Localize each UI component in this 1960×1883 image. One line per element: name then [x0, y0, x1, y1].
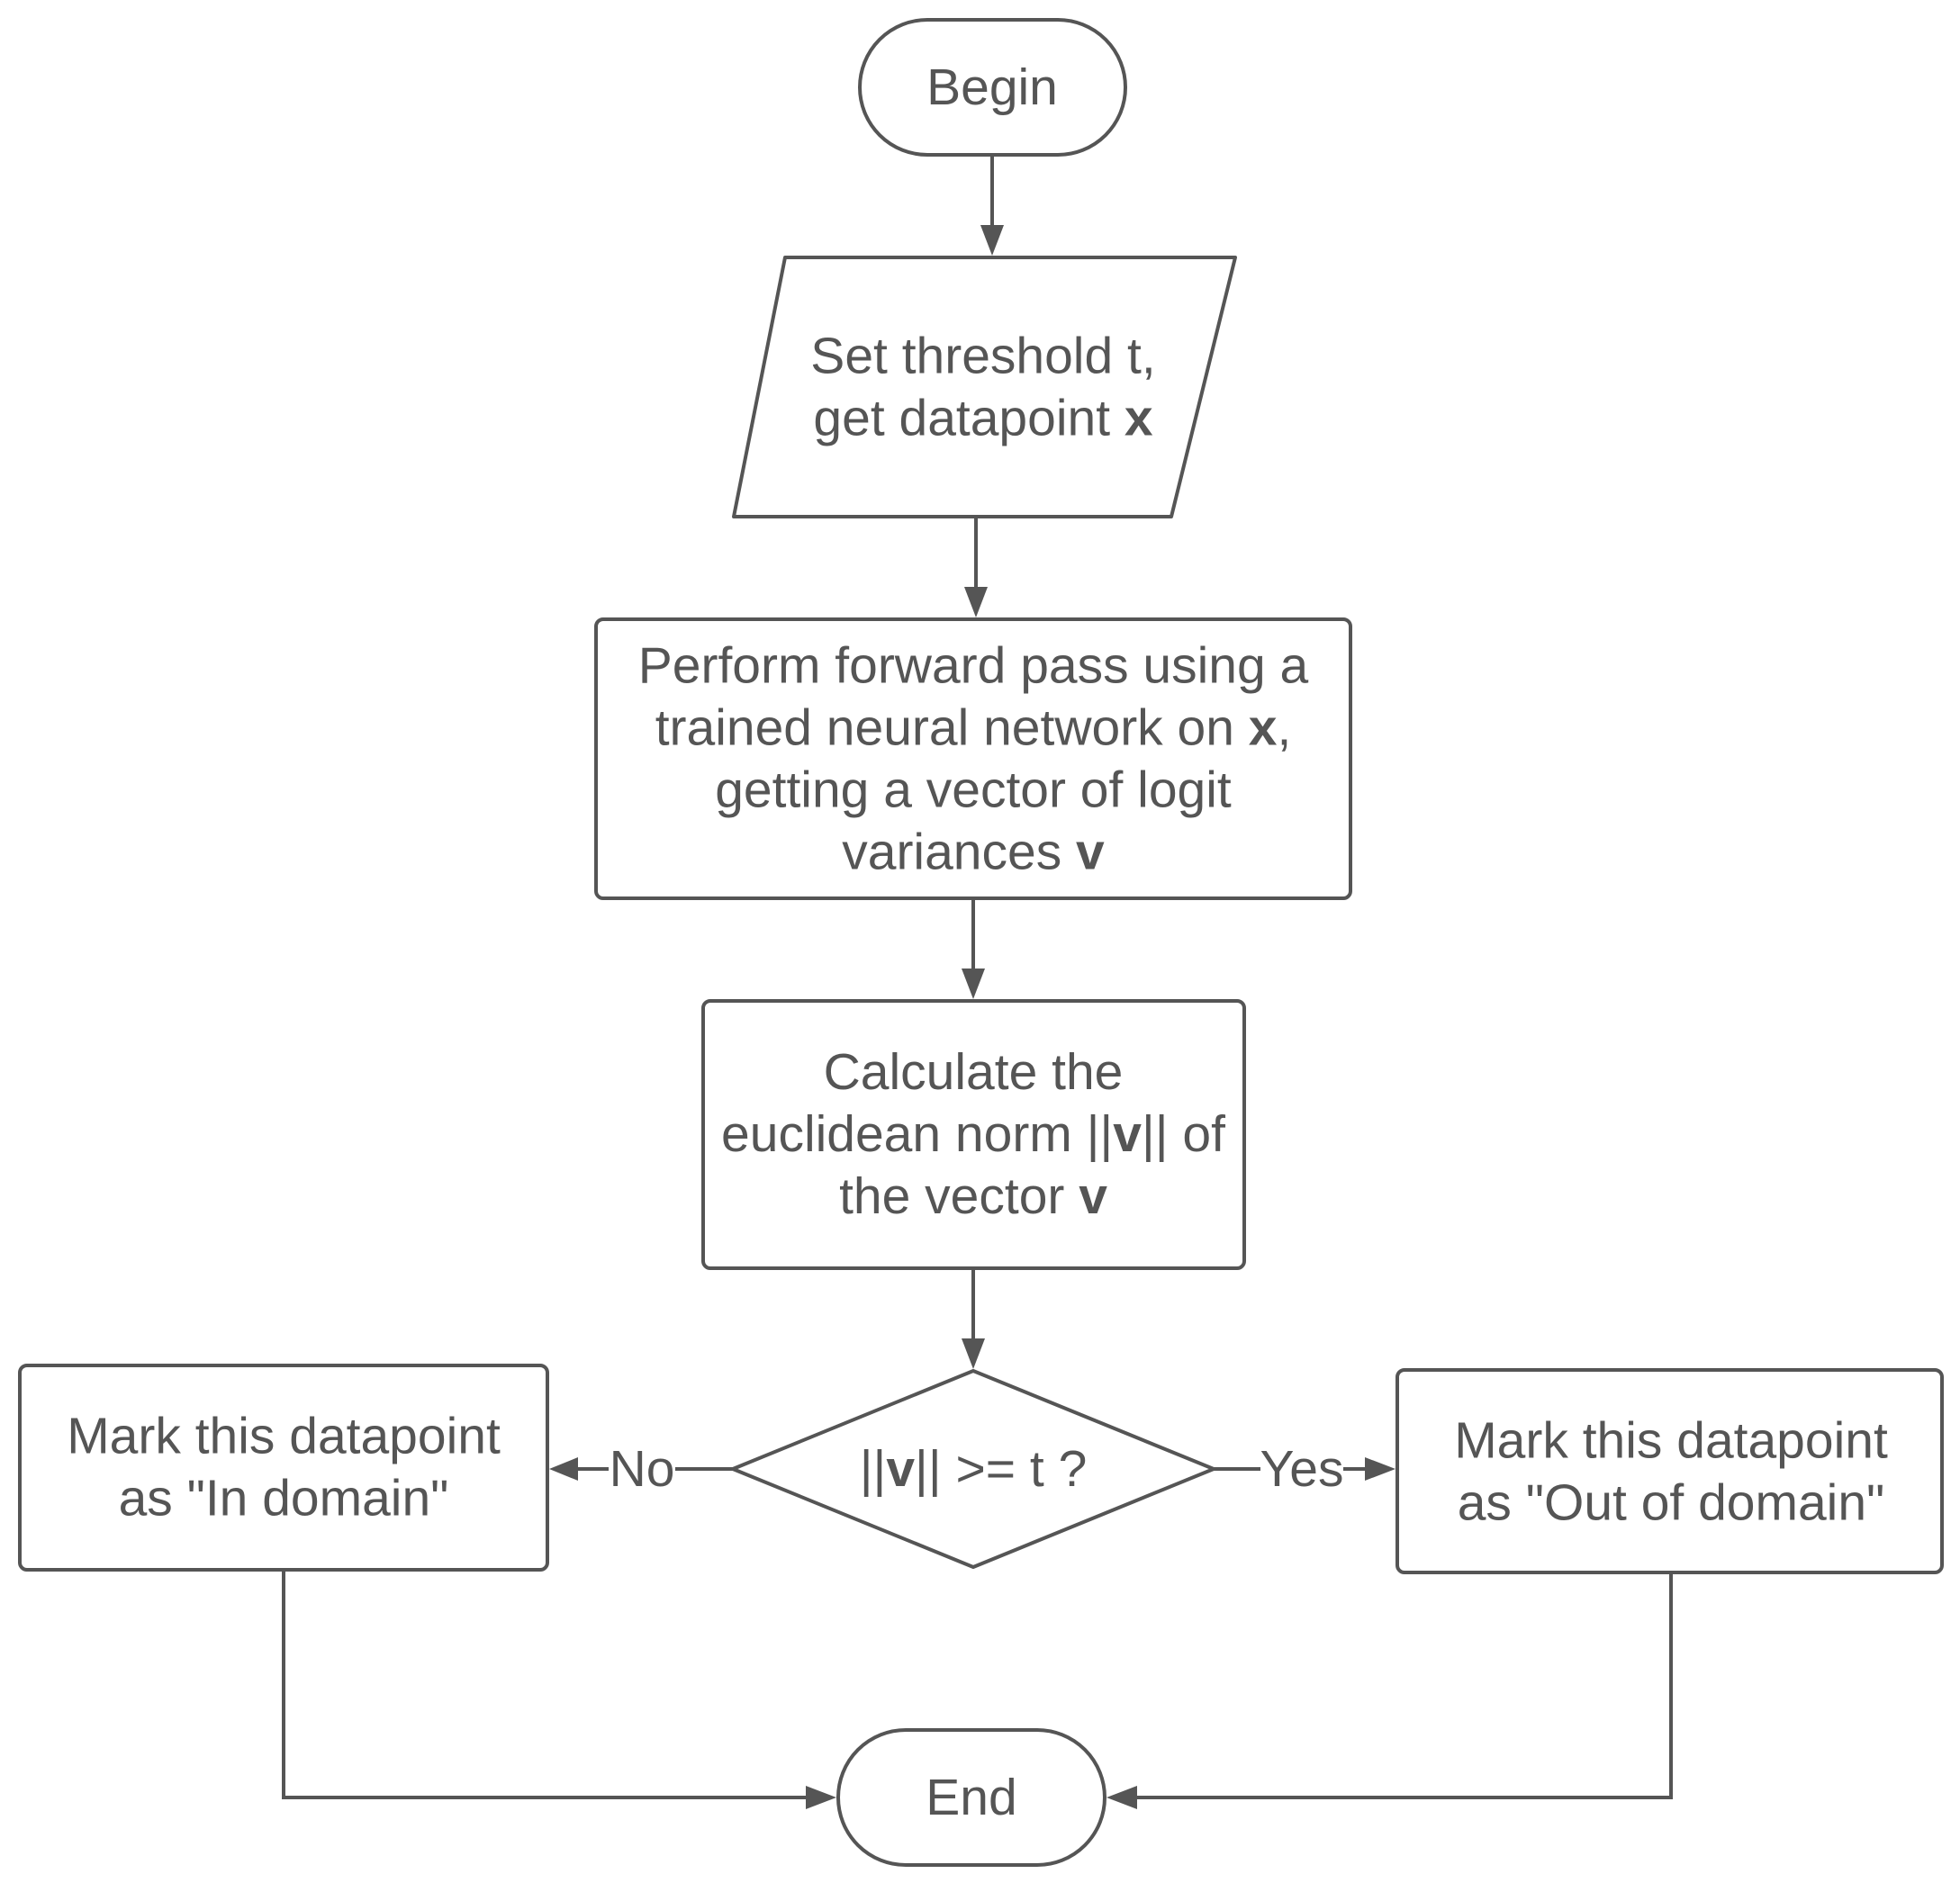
- label-segment: getting a vector of logit: [715, 761, 1232, 819]
- label-line: get datapoint x: [813, 390, 1152, 447]
- label-line: trained neural network on x,: [655, 699, 1292, 757]
- label-line: getting a vector of logit: [715, 761, 1232, 819]
- label-line: Set threshold t,: [810, 328, 1155, 385]
- label-bold-segment: x: [1249, 699, 1278, 757]
- label-segment: || of: [1142, 1105, 1225, 1163]
- label-line: variances v: [842, 824, 1105, 881]
- label-line: ||v|| >= t ?: [860, 1440, 1088, 1498]
- edge-input-to-forward: [964, 517, 988, 617]
- label-line: Perform forward pass using a: [638, 637, 1309, 695]
- arrowhead-down: [980, 225, 1004, 256]
- label-segment: variances: [842, 824, 1076, 881]
- label-segment: || >= t ?: [915, 1440, 1087, 1498]
- label-line: as "Out of domain": [1458, 1474, 1885, 1532]
- label-segment: euclidean norm ||: [721, 1105, 1113, 1163]
- edge-label-yes: Yes: [1260, 1440, 1344, 1498]
- end-node-label: End: [926, 1769, 1016, 1826]
- label-line: Calculate the: [824, 1043, 1124, 1101]
- arrowhead-right: [806, 1786, 836, 1809]
- label-line: Mark this datapoint: [1454, 1412, 1888, 1470]
- label-segment: ,: [1277, 699, 1291, 757]
- arrowhead-down: [962, 1338, 985, 1369]
- end-node: End: [836, 1728, 1106, 1867]
- label-bold-segment: v: [1076, 824, 1105, 881]
- label-line: Begin: [926, 59, 1058, 116]
- label-bold-segment: x: [1125, 390, 1153, 447]
- label-segment: Begin: [926, 59, 1058, 116]
- edge-decision-yes: Yes: [1214, 1440, 1395, 1498]
- edge-out-domain-to-end: [1106, 1572, 1673, 1809]
- label-segment: ||: [860, 1440, 887, 1498]
- edge-begin-to-input: [980, 155, 1004, 256]
- label-bold-segment: v: [1079, 1167, 1107, 1225]
- decision-node: ||v|| >= t ?: [731, 1369, 1215, 1569]
- label-line: as "In domain": [119, 1470, 449, 1527]
- edge-in-domain-to-end: [282, 1570, 836, 1809]
- input-node: Set threshold t,get datapoint x: [732, 256, 1237, 518]
- label-line: End: [926, 1769, 1016, 1826]
- arrowhead-left: [1106, 1786, 1137, 1809]
- edge-forward-to-norm: [962, 898, 985, 999]
- label-segment: Calculate the: [824, 1043, 1124, 1101]
- edge-label-no: No: [610, 1440, 675, 1498]
- arrowhead-down: [964, 587, 988, 617]
- label-segment: trained neural network on: [655, 699, 1249, 757]
- label-segment: End: [926, 1769, 1016, 1826]
- decision-node-label: ||v|| >= t ?: [860, 1440, 1088, 1498]
- label-segment: Mark this datapoint: [1454, 1412, 1888, 1470]
- label-bold-segment: v: [1113, 1105, 1142, 1163]
- label-line: Mark this datapoint: [67, 1408, 501, 1465]
- arrowhead-down: [962, 969, 985, 999]
- arrowhead-left: [549, 1457, 578, 1481]
- label-segment: Mark this datapoint: [67, 1408, 501, 1465]
- label-line: euclidean norm ||v|| of: [721, 1105, 1225, 1163]
- begin-node: Begin: [858, 18, 1127, 157]
- label-segment: as "In domain": [119, 1470, 449, 1527]
- begin-node-label: Begin: [926, 59, 1058, 116]
- input-node-label: Set threshold t,get datapoint x: [810, 328, 1155, 447]
- label-bold-segment: v: [886, 1440, 915, 1498]
- label-segment: Perform forward pass using a: [638, 637, 1309, 695]
- label-line: the vector v: [839, 1167, 1107, 1225]
- label-segment: the vector: [839, 1167, 1079, 1225]
- edge-norm-to-decision: [962, 1268, 985, 1369]
- label-segment: Set threshold t,: [810, 328, 1155, 385]
- arrowhead-right: [1365, 1457, 1395, 1481]
- label-segment: as "Out of domain": [1458, 1474, 1885, 1532]
- edge-decision-no: No: [549, 1440, 733, 1498]
- label-segment: get datapoint: [813, 390, 1124, 447]
